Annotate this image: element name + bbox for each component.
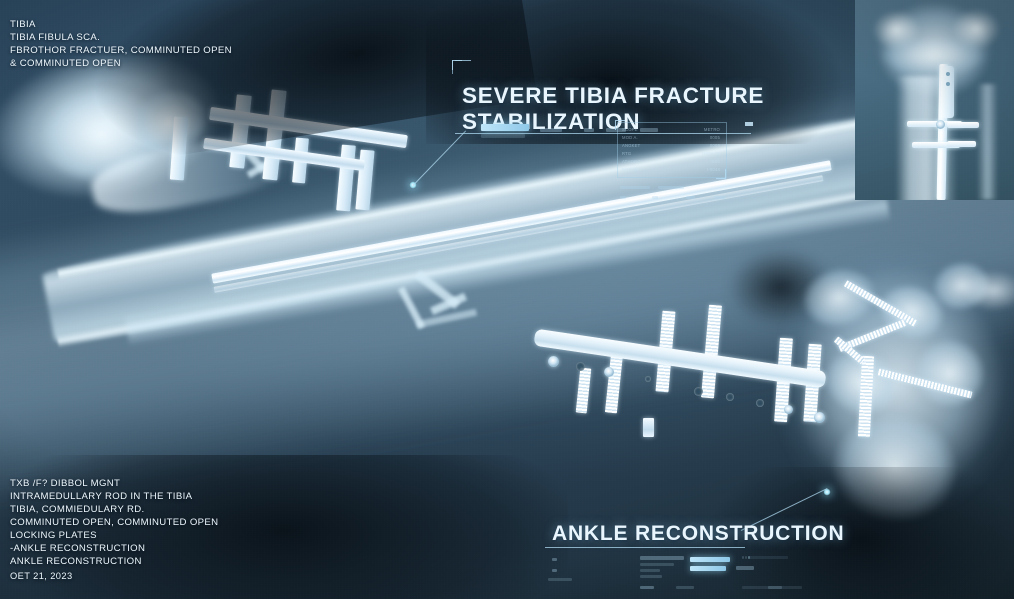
hud-row-label: ATHORG <box>622 159 641 164</box>
hud-row-label: ANGKET <box>622 143 641 148</box>
hud-row-label: SCOPE <box>622 127 638 132</box>
hud-row-value: METRO <box>703 127 720 132</box>
hud-row-label: RTG <box>622 151 632 156</box>
callout-title-tibia: SEVERE TIBIA FRACTURE STABILIZATION <box>462 83 765 134</box>
hud-row-value: HIGH 05 <box>702 151 720 156</box>
annotation-top-block: TIBIA TIBIA FIBULA SCA. FBROTHOR FRACTUE… <box>10 19 232 70</box>
annotation-date: OET 21, 2023 <box>10 571 73 581</box>
hud-row-value: 0005 <box>709 135 720 140</box>
annotation-bottom-block: TXB /F? DIBBOL MGNT INTRAMEDULLARY ROD I… <box>10 478 219 568</box>
hud-row-value: 0006 <box>709 143 720 148</box>
hud-row-label: MOD A. <box>622 135 638 140</box>
hud-row-value: %00 <box>711 159 720 164</box>
panel-accent-bar <box>481 124 529 131</box>
leader-dot-ankle <box>823 488 831 496</box>
hud-row-label: RRSUM <box>622 167 639 172</box>
hud-row-value: I-0044 <box>706 167 720 172</box>
hud-table-tibia <box>617 122 727 178</box>
callout-title-ankle: ANKLE RECONSTRUCTION <box>552 522 845 546</box>
